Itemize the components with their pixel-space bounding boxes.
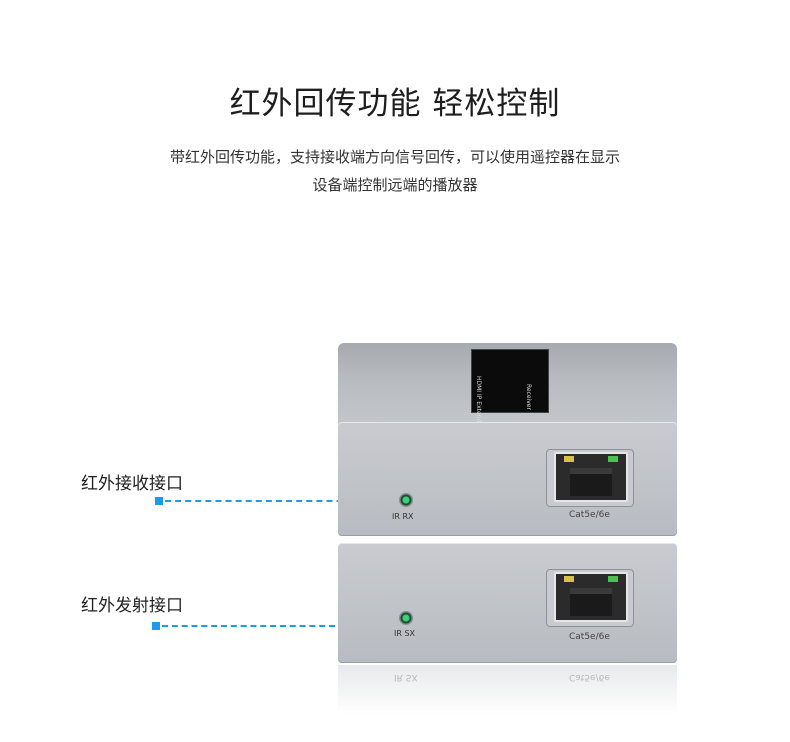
product-sticker: HDMI IP Extender 120m Receiver [471, 349, 549, 448]
ir-receive-label: 红外接收接口 [81, 474, 183, 494]
description-line-2: 设备端控制远端的播放器 [312, 176, 478, 194]
callout-marker-receive [155, 497, 163, 505]
reflection-port-label: Cat5e/6e [569, 672, 610, 682]
ir-rx-label: IR RX [392, 512, 414, 521]
ir-receive-port-icon [399, 493, 413, 507]
led-yellow-bottom [564, 576, 574, 582]
page-title: 红外回传功能 轻松控制 [229, 86, 561, 122]
led-green-top [608, 456, 618, 462]
ethernet-port-top-icon [554, 452, 628, 502]
callout-marker-transmit [152, 622, 160, 630]
port-label-bottom: Cat5e/6e [569, 632, 610, 642]
ir-sx-label: IR SX [394, 629, 416, 638]
floor-reflection [338, 665, 677, 715]
description-line-1: 带红外回传功能，支持接收端方向信号回传，可以使用遥控器在显示 [169, 148, 620, 166]
ir-transmit-label: 红外发射接口 [81, 596, 183, 616]
led-green-bottom [608, 576, 618, 582]
ethernet-port-bottom-icon [554, 572, 628, 622]
port-label-top: Cat5e/6e [569, 510, 610, 520]
ir-transmit-port-icon [399, 611, 413, 625]
description: 带红外回传功能，支持接收端方向信号回传，可以使用遥控器在显示 设备端控制远端的播… [0, 143, 790, 199]
callout-line-transmit [162, 625, 394, 627]
reflection-ir-label: IR SX [394, 672, 418, 682]
callout-line-receive [165, 500, 393, 502]
led-yellow-top [564, 456, 574, 462]
sticker-text-2: Receiver [525, 384, 532, 410]
ethernet-port-bottom-slot [570, 588, 612, 616]
ethernet-port-top-slot [570, 468, 612, 496]
